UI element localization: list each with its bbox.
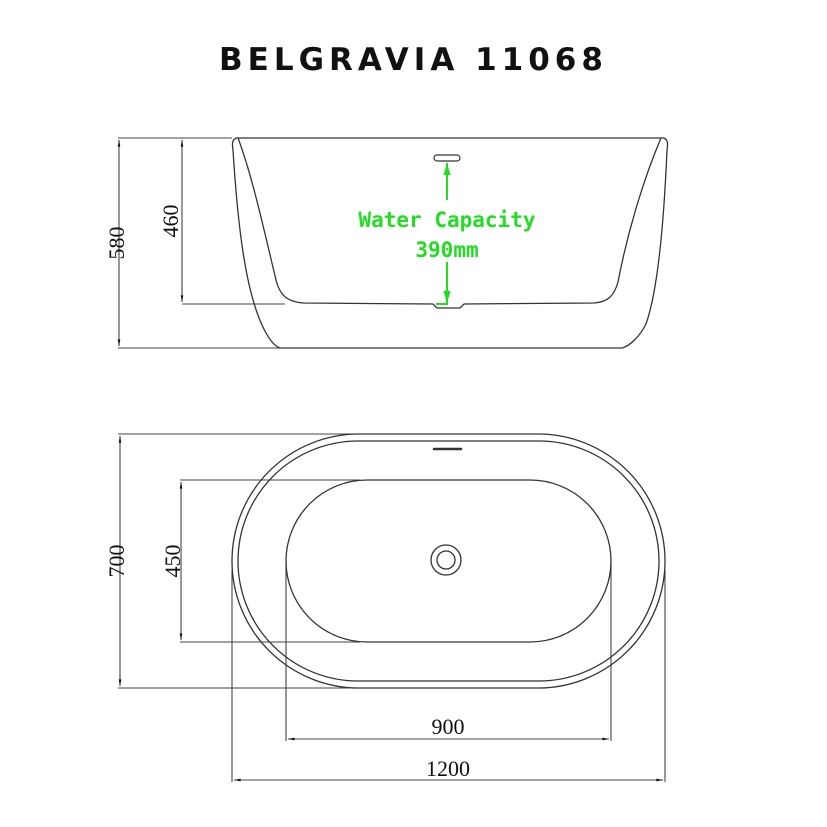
drain-inner-ring-icon — [436, 550, 456, 570]
side-view: 580 460 Water Capacity 390mm — [104, 137, 669, 349]
dimension-450-label: 450 — [160, 545, 185, 578]
overflow-icon — [433, 154, 461, 162]
tub-basin-outline — [285, 479, 612, 643]
tub-outer-profile — [231, 137, 669, 349]
water-capacity-value: 390mm — [415, 238, 478, 262]
dimension-1200-label: 1200 — [426, 756, 470, 781]
tub-inner-rim — [237, 440, 660, 682]
dimension-900-label: 900 — [432, 714, 465, 739]
tub-outer-rim — [231, 433, 666, 689]
dimension-580-label: 580 — [104, 227, 129, 260]
dimension-700-label: 700 — [104, 545, 129, 578]
product-title: BELGRAVIA 11068 — [219, 42, 608, 78]
top-view: 700 450 900 1200 — [104, 433, 666, 782]
water-capacity-label: Water Capacity — [358, 208, 535, 232]
dimension-460-label: 460 — [158, 205, 183, 238]
drain-outer-ring-icon — [430, 544, 462, 576]
tub-inner-profile — [237, 137, 662, 309]
